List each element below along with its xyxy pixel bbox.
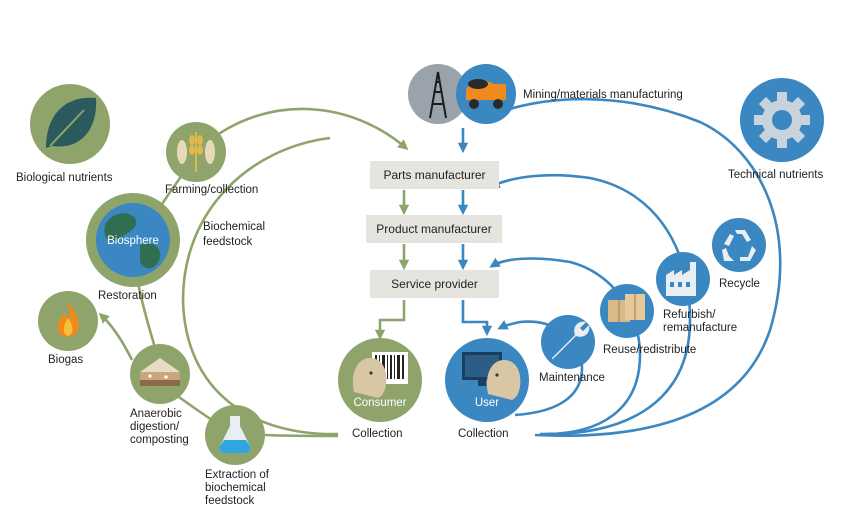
- biosphere-node: Biosphere: [86, 193, 180, 287]
- refurbish-label-line1: Refurbish/: [663, 309, 716, 321]
- extraction-label-line1: Extraction of: [205, 469, 270, 481]
- service-provider-label: Service provider: [391, 277, 478, 291]
- technical-nutrients-node: [740, 78, 824, 162]
- reuse-node: [600, 284, 654, 338]
- anaerobic-label-line1: Anaerobic: [130, 408, 182, 420]
- product-manufacturer-box: Product manufacturer: [366, 215, 502, 243]
- farming-to-parts-arrow: [209, 107, 409, 151]
- farming-collection-label: Farming/collection: [165, 184, 258, 196]
- wrench-icon: [551, 321, 590, 360]
- service-to-user-blue-arrow: [461, 300, 493, 337]
- product-manufacturer-label: Product manufacturer: [376, 222, 491, 236]
- monitor-person-icon: [462, 352, 521, 400]
- biogas-label: Biogas: [48, 354, 83, 366]
- extraction-node: [205, 405, 265, 465]
- refurbish-node: [656, 252, 710, 306]
- barcode-person-icon: [352, 352, 408, 398]
- flask-icon: [219, 416, 251, 453]
- biochemical-feedstock-label-line2: feedstock: [203, 236, 252, 248]
- biochemical-loop-line: [181, 136, 339, 436]
- mining-label: Mining/materials manufacturing: [523, 89, 683, 101]
- user-label: User: [475, 397, 499, 409]
- refurbish-label-line2: remanufacture: [663, 322, 737, 334]
- recycle-node: [712, 218, 766, 272]
- anaerobic-label-line3: composting: [130, 434, 189, 446]
- extraction-label-line2: biochemical: [205, 482, 266, 494]
- collection-left-label: Collection: [352, 428, 403, 440]
- oil-rig-icon: [429, 71, 447, 119]
- refurbish-loop-arrow: [489, 173, 692, 436]
- reuse-label: Reuse/redistribute: [603, 344, 696, 356]
- service-provider-box: Service provider: [370, 270, 499, 298]
- gear-icon: [754, 92, 810, 148]
- restoration-to-anaerobic-line: [136, 281, 157, 349]
- parts-manufacturer-box: Parts manufacturer: [370, 161, 499, 189]
- anaerobic-to-biogas-arrow: [98, 312, 134, 361]
- extraction-label-line3: feedstock: [205, 495, 254, 507]
- maintenance-node: [541, 315, 595, 369]
- technical-nutrients-title: Technical nutrients: [728, 169, 823, 181]
- recycle-loop-arrow: [487, 97, 782, 437]
- collection-to-extraction-line: [264, 433, 339, 438]
- recycle-icon: [722, 230, 756, 261]
- wheat-fish-icon: [177, 132, 215, 172]
- biochemical-feedstock-label-line1: Biochemical: [203, 221, 265, 233]
- collection-right-label: Collection: [458, 428, 509, 440]
- biogas-node: [38, 291, 98, 351]
- mining-truck-icon: [466, 79, 506, 109]
- restoration-label: Restoration: [98, 290, 157, 302]
- consumer-node: Consumer: [338, 338, 422, 422]
- biosphere-label: Biosphere: [107, 235, 159, 247]
- materials-node: [456, 64, 516, 124]
- anaerobic-digestion-node: [130, 344, 190, 404]
- recycle-label: Recycle: [719, 278, 760, 290]
- soil-layers-icon: [140, 358, 180, 386]
- farming-collection-node: [166, 122, 226, 182]
- factory-icon: [666, 262, 696, 296]
- mining-node: [408, 64, 468, 124]
- parts-manufacturer-label: Parts manufacturer: [383, 168, 485, 182]
- maintenance-label: Maintenance: [539, 372, 605, 384]
- anaerobic-label-line2: digestion/: [130, 421, 180, 433]
- globe-icon: [96, 203, 170, 277]
- service-to-consumer-green-arrow: [374, 300, 406, 341]
- biological-nutrients-title: Biological nutrients: [16, 172, 113, 184]
- user-node: User: [445, 338, 529, 422]
- consumer-label: Consumer: [353, 397, 406, 409]
- boxes-icon: [608, 294, 645, 322]
- biological-nutrients-node: [30, 84, 110, 164]
